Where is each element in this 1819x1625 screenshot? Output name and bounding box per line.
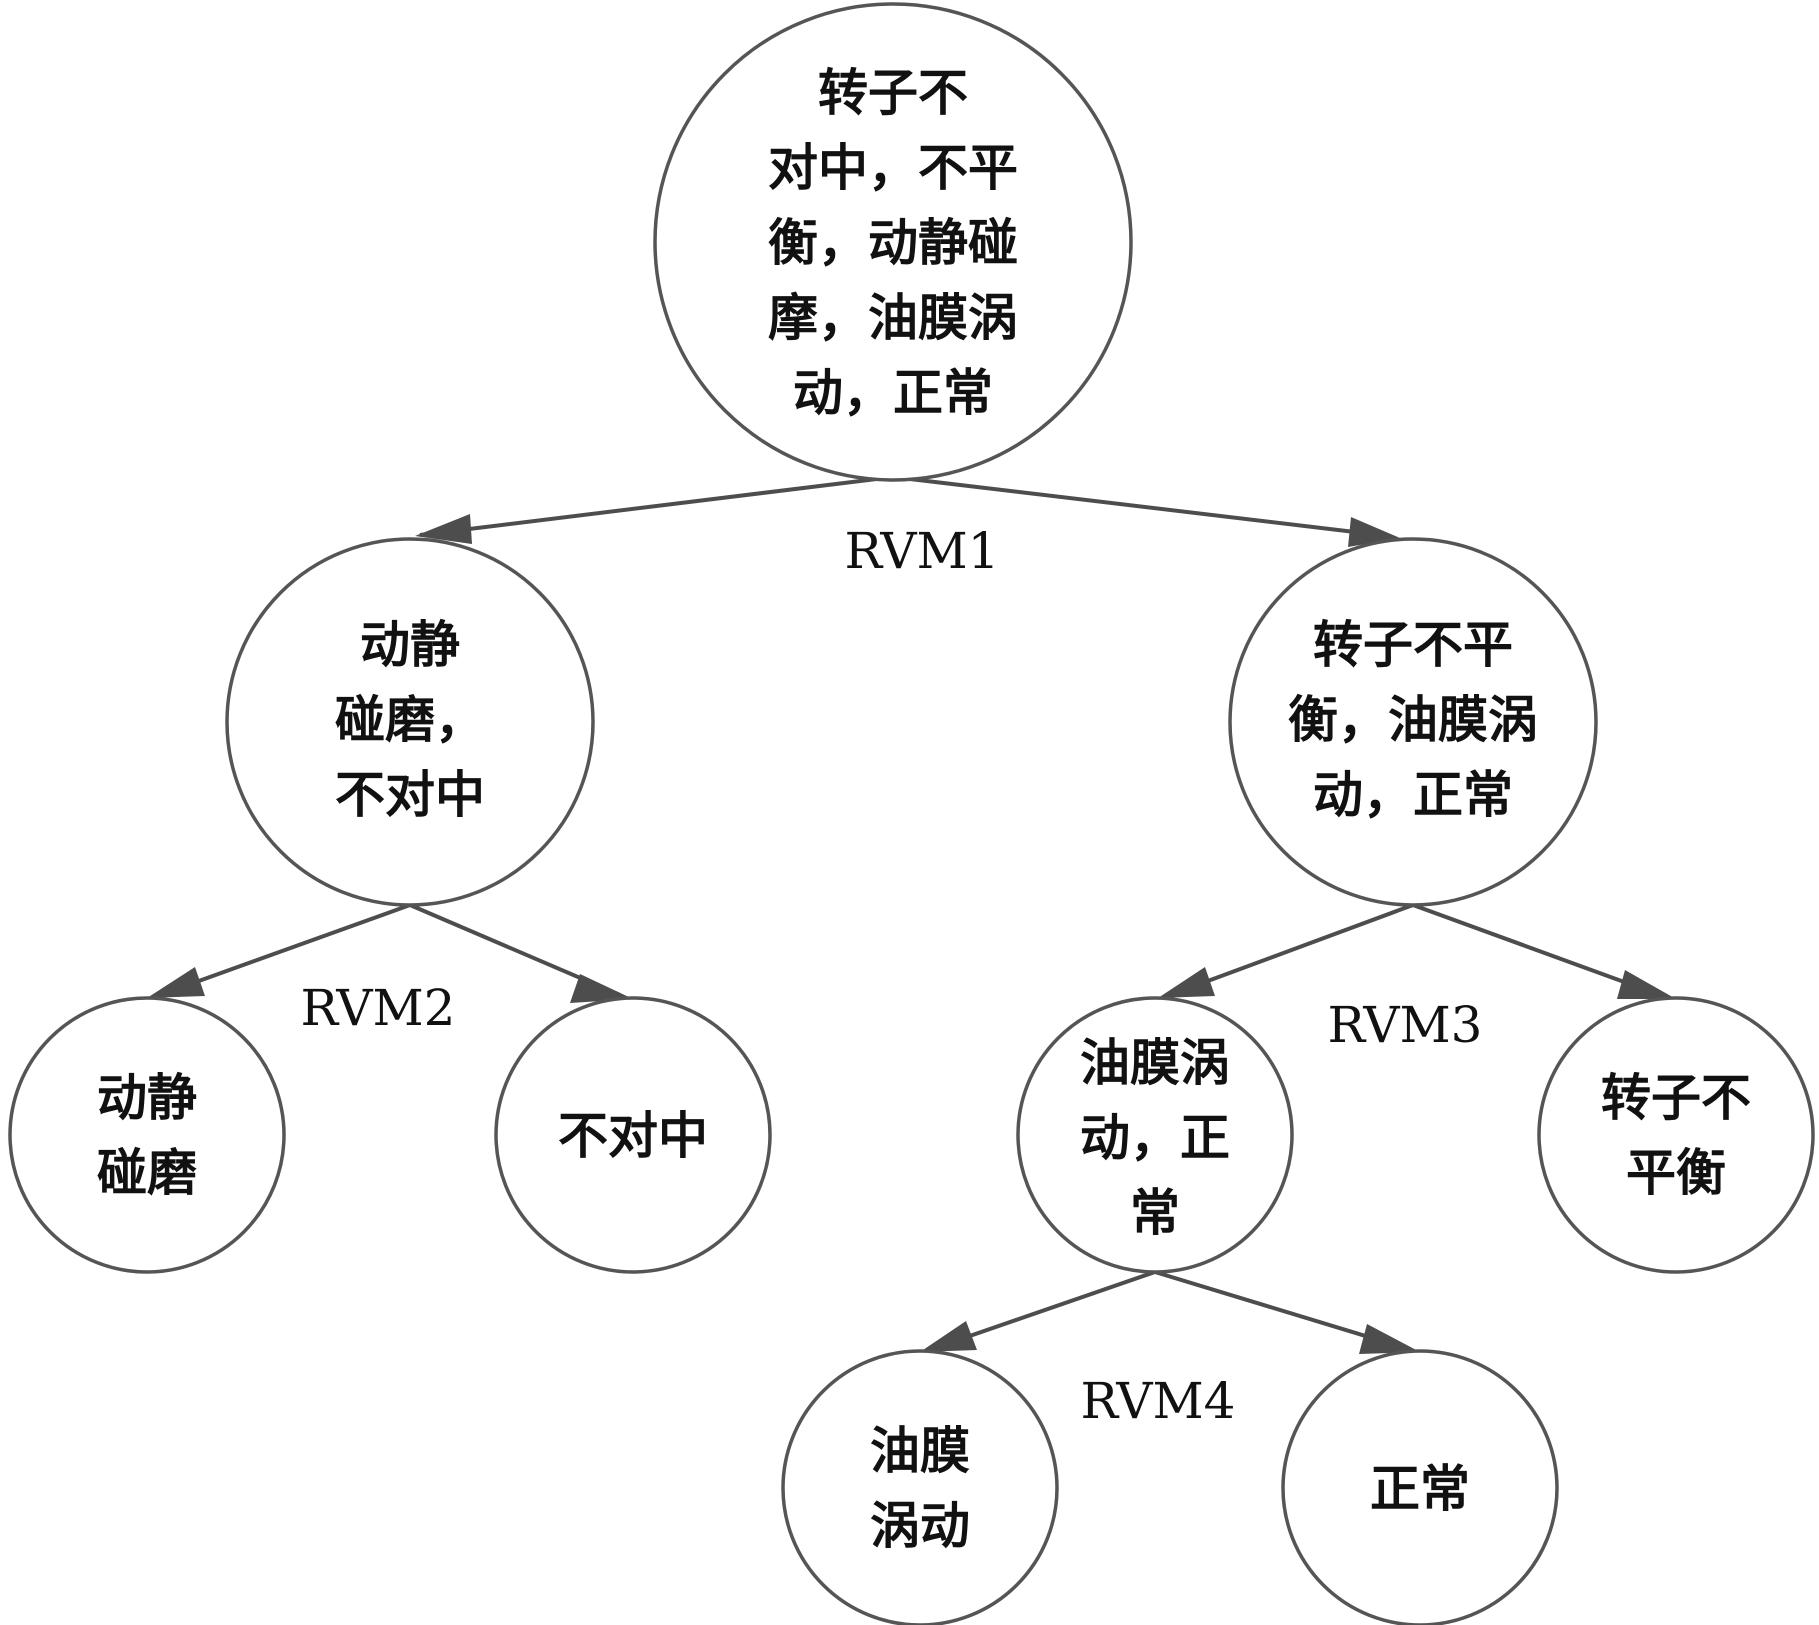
node-right-right-line-1: 平衡 — [1626, 1144, 1726, 1202]
node-left-circle — [225, 537, 595, 907]
node-right: 转子不平 衡，油膜涡 动，正常 — [1228, 537, 1598, 907]
node-root-line-3: 摩，油膜涡 — [768, 289, 1018, 347]
node-left-line-0: 动静 — [360, 616, 460, 674]
arrowhead-right-rr — [1617, 970, 1676, 999]
rvm2-label: RVM2 — [301, 979, 456, 1037]
edge-rl-left — [934, 1270, 1156, 1350]
node-normal-line-0: 正常 — [1370, 1460, 1470, 1518]
node-oil-whirl: 油膜 涡动 — [781, 1349, 1059, 1625]
node-left-left-circle — [8, 996, 286, 1274]
node-left-left-line-1: 碰磨 — [97, 1144, 197, 1202]
node-right-right: 转子不 平衡 — [1537, 996, 1815, 1274]
node-left-line-1: 碰磨， — [335, 691, 485, 749]
arrowhead-rl-right — [1359, 1324, 1420, 1354]
edge-right-rl — [1169, 903, 1414, 997]
node-root-circle — [653, 2, 1133, 482]
node-oil-whirl-line-1: 涡动 — [870, 1497, 970, 1555]
node-left-right-line-0: 不对中 — [558, 1107, 708, 1165]
classifier-labels: RVM1 RVM2 RVM3 RVM4 — [301, 522, 1483, 1430]
node-right-right-line-0: 转子不 — [1601, 1069, 1751, 1127]
node-left-left: 动静 碰磨 — [8, 996, 286, 1274]
node-root-line-1: 对中，不平 — [768, 139, 1018, 197]
node-right-line-1: 衡，油膜涡 — [1288, 691, 1538, 749]
rvm4-label: RVM4 — [1081, 1372, 1236, 1430]
node-normal: 正常 — [1281, 1349, 1559, 1625]
node-left-left-line-0: 动静 — [97, 1069, 197, 1127]
arrowhead-left-lr — [570, 974, 633, 1003]
node-root: 转子不 对中，不平 衡，动静碰 摩，油膜涡 动，正常 — [653, 2, 1133, 482]
rvm3-label: RVM3 — [1328, 996, 1483, 1054]
node-right-left-line-0: 油膜涡 — [1080, 1034, 1230, 1092]
node-right-left-circle — [1016, 996, 1294, 1274]
node-right-circle — [1228, 537, 1598, 907]
node-normal-circle — [1281, 1349, 1559, 1625]
arrowhead-left-ll — [147, 967, 205, 998]
arrowhead-right-rl — [1158, 967, 1215, 998]
edge-left-ll — [159, 903, 411, 997]
node-left-right-circle — [494, 996, 772, 1274]
edges — [147, 475, 1676, 1354]
arrowhead-rl-left — [920, 1321, 977, 1352]
edge-root-right — [892, 475, 1381, 537]
edge-root-left — [419, 475, 894, 537]
node-left-right: 不对中 — [494, 996, 772, 1274]
node-right-right-circle — [1537, 996, 1815, 1274]
node-left-line-2: 不对中 — [335, 766, 485, 824]
node-right-left: 油膜涡 动，正 常 — [1016, 996, 1294, 1274]
node-oil-whirl-line-0: 油膜 — [870, 1422, 970, 1480]
arrowhead-root-left — [415, 514, 472, 544]
node-root-line-0: 转子不 — [818, 64, 968, 122]
edge-rl-right — [1154, 1270, 1406, 1350]
node-right-left-line-2: 常 — [1130, 1184, 1180, 1242]
node-root-line-4: 动，正常 — [793, 364, 993, 422]
node-left: 动静 碰磨， 不对中 — [225, 537, 595, 907]
rvm1-label: RVM1 — [845, 522, 1000, 580]
node-right-line-0: 转子不平 — [1313, 616, 1513, 674]
node-right-left-line-1: 动，正 — [1080, 1109, 1230, 1167]
edge-right-rr — [1412, 903, 1661, 997]
node-root-line-2: 衡，动静碰 — [768, 214, 1018, 272]
node-oil-whirl-circle — [781, 1349, 1059, 1625]
node-right-line-2: 动，正常 — [1313, 766, 1513, 824]
